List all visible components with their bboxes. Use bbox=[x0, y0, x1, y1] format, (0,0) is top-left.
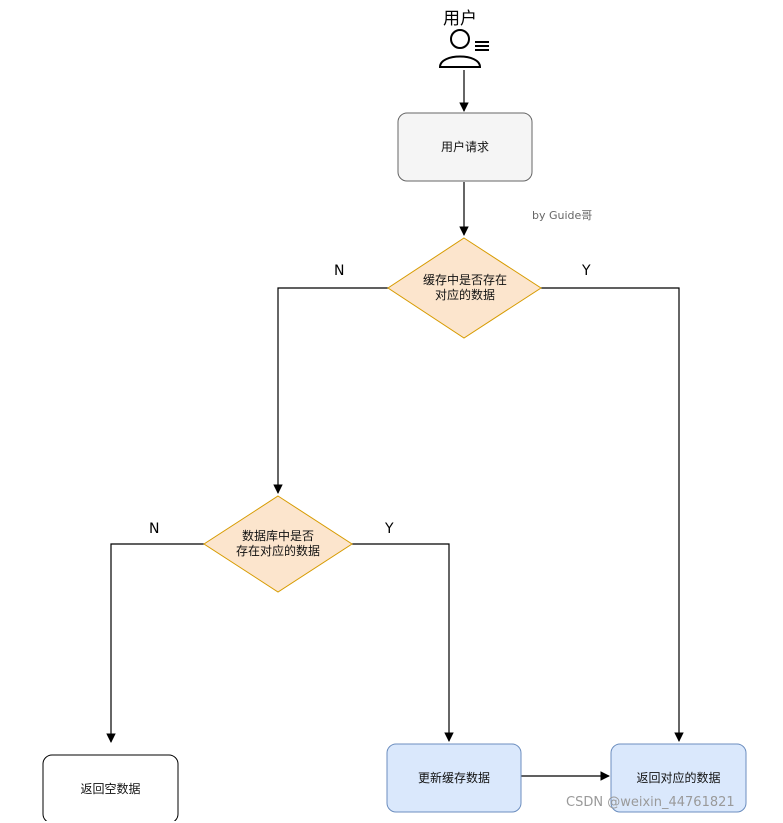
user-icon bbox=[438, 29, 489, 68]
edge-db-no bbox=[106, 543, 204, 743]
update-cache-box bbox=[386, 743, 522, 813]
edge-cache-no bbox=[273, 287, 388, 494]
edges bbox=[106, 70, 684, 781]
db-check-line2: 存在对应的数据 bbox=[235, 544, 320, 558]
user-request-box bbox=[397, 112, 533, 182]
actor-label: 用户 bbox=[443, 9, 477, 29]
cache-check-line2: 对应的数据 bbox=[434, 288, 495, 302]
edge-db-yes bbox=[352, 543, 454, 742]
edge-label-cache-no: N bbox=[334, 263, 345, 279]
csdn-watermark: CSDN @weixin_44761821 bbox=[566, 795, 735, 810]
update-cache-label: 更新缓存数据 bbox=[417, 770, 490, 785]
db-check-diamond bbox=[203, 495, 353, 593]
db-check-label: 数据库中是否 存在对应的数据 bbox=[211, 526, 345, 562]
cache-check-line1: 缓存中是否存在 bbox=[422, 273, 507, 287]
edge-label-cache-yes: Y bbox=[582, 263, 591, 279]
cache-check-diamond bbox=[387, 237, 542, 339]
user-request-label: 用户请求 bbox=[440, 139, 489, 154]
return-data-box bbox=[610, 743, 747, 813]
edge-label-db-yes: Y bbox=[385, 521, 394, 537]
return-empty-label: 返回空数据 bbox=[80, 781, 141, 796]
return-empty-box bbox=[42, 754, 179, 821]
cache-check-label: 缓存中是否存在 对应的数据 bbox=[398, 270, 532, 306]
db-check-line1: 数据库中是否 bbox=[241, 529, 314, 543]
edge-label-db-no: N bbox=[149, 521, 160, 537]
author-annotation: by Guide哥 bbox=[532, 209, 593, 222]
edge-cache-yes bbox=[541, 287, 684, 742]
return-data-label: 返回对应的数据 bbox=[636, 770, 721, 785]
